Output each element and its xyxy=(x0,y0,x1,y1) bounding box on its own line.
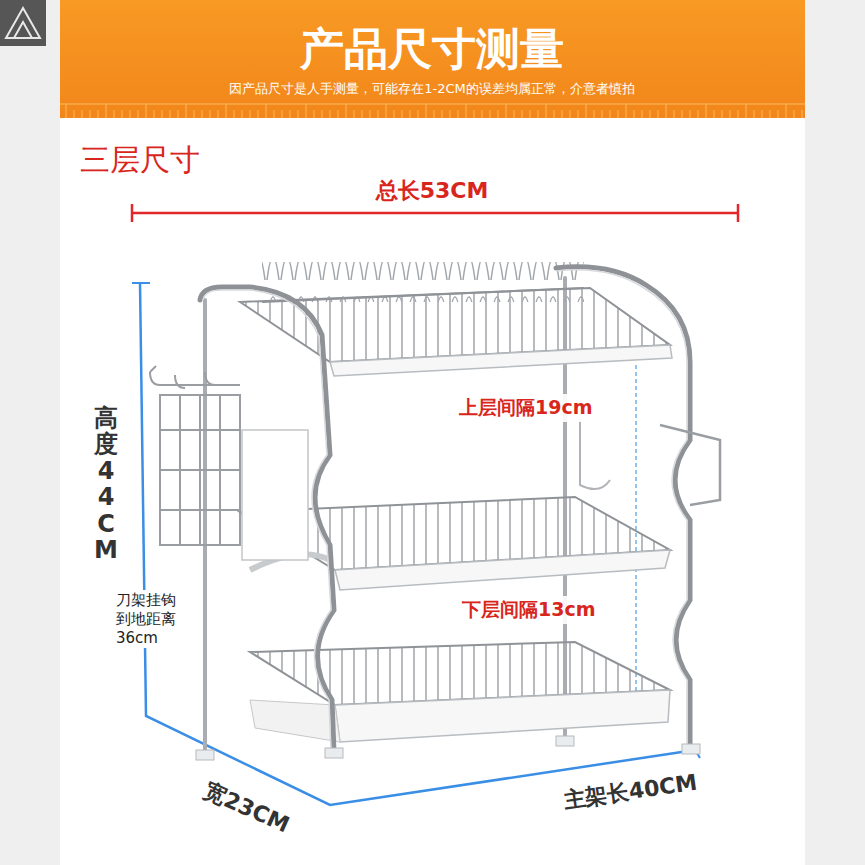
note-label: 刀架挂钩 到地距离 36cm xyxy=(112,590,186,648)
disclaimer-note: 因产品尺寸是人手测量，可能存在1-2CM的误差均属正常，介意者慎拍 xyxy=(229,80,635,98)
section-heading: 三层尺寸 xyxy=(80,140,200,181)
dimension-label: 主架长40CM xyxy=(561,768,699,816)
dimension-label: 宽23CM xyxy=(198,776,293,840)
page-title: 产品尺寸测量 xyxy=(300,20,564,79)
dimension-label: 下层间隔13cm xyxy=(458,596,600,624)
dimension-label: 上层间隔19cm xyxy=(455,394,597,422)
dimension-label: 总长53CM xyxy=(376,176,489,206)
dimension-label: 高度44CM xyxy=(94,405,118,563)
